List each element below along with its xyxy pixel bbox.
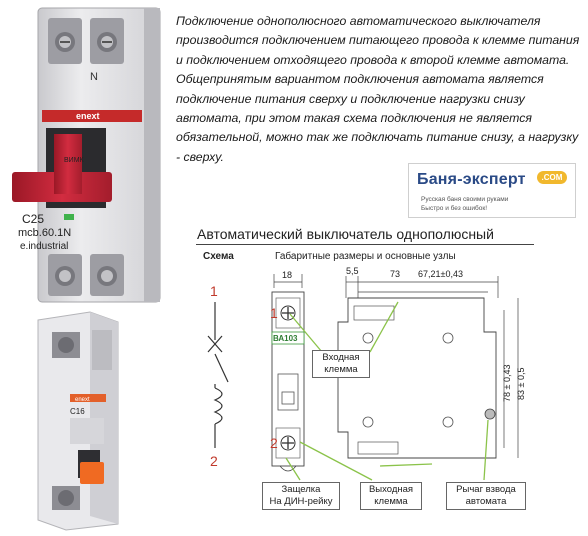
dims-label: Габаритные размеры и основные узлы: [275, 251, 456, 262]
breaker2-rating: C16: [70, 407, 85, 416]
scheme-label: Схема: [203, 251, 234, 262]
dim-78: 78 ± 0,43: [502, 365, 512, 402]
description-text: Подключение однополюсного автоматическог…: [176, 14, 580, 164]
callout-din-latch: Защелка На ДИН-рейку: [262, 482, 340, 510]
terminal-number-bottom: 2: [270, 435, 278, 451]
logo-domain-badge: .COM: [537, 171, 567, 184]
breaker2-brand: enext: [75, 397, 90, 403]
diagram-title: Автоматический выключатель однополюсный: [197, 226, 494, 242]
pole-number-top: 1: [210, 283, 218, 299]
callout-lever-line1: Рычаг взвода: [456, 484, 516, 495]
handle-text: ВИМК: [64, 157, 85, 164]
breaker-photo-large: N enext ВИМК C25 mcb.60.1N e.industrial …: [12, 7, 161, 303]
terminal-label-top: N: [90, 71, 98, 83]
callout-latch-line2: На ДИН-рейку: [269, 496, 333, 507]
callout-output-terminal: Выходная клемма: [360, 482, 422, 510]
callout-cocking-lever: Рычаг взвода автомата: [446, 482, 526, 510]
breaker1-model: mcb.60.1N: [18, 227, 71, 239]
logo-tagline-2: Быстро и без ошибок!: [421, 205, 487, 212]
pole-number-bottom: 2: [210, 453, 218, 469]
dim-18: 18: [282, 270, 292, 280]
logo-brand: Баня-эксперт: [417, 171, 526, 188]
banya-expert-logo: Баня-эксперт .COM Русская баня своими ру…: [408, 163, 576, 218]
dim-67: 67,21±0,43: [418, 269, 463, 279]
callout-output-line2: клемма: [374, 496, 408, 507]
dim-83: 83 ± 0,5: [516, 368, 526, 400]
breaker-photo-small: enext C16: [37, 311, 119, 531]
callout-input-terminal: Входная клемма: [312, 350, 370, 378]
callout-output-line1: Выходная: [368, 484, 414, 495]
wiring-scheme: 1 2: [207, 283, 229, 469]
diagram-title-underline: [196, 244, 534, 245]
dim-73: 73: [390, 269, 400, 279]
terminal-number-top: 1: [270, 305, 278, 321]
callout-input-line2: клемма: [324, 364, 358, 375]
device-label: ВА103: [273, 334, 298, 343]
dim-5-5: 5,5: [346, 266, 359, 276]
breaker1-maker: e.industrial: [20, 241, 68, 252]
callout-lever-line2: автомата: [465, 496, 507, 507]
callout-input-line1: Входная: [322, 352, 360, 363]
callout-latch-line1: Защелка: [281, 484, 321, 495]
breaker1-brand: enext: [76, 111, 100, 121]
logo-tagline-1: Русская баня своими руками: [421, 196, 509, 203]
breaker1-rating: C25: [22, 212, 44, 226]
